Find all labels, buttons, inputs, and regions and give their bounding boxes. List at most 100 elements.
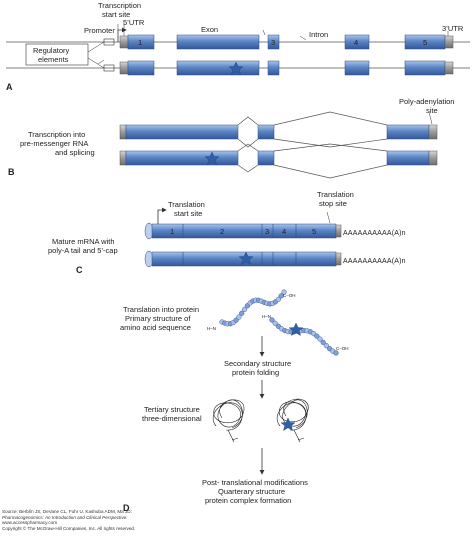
splice-line-4 (273, 138, 388, 148)
regulatory-pointer-3 (87, 57, 105, 69)
utr3-top (444, 35, 454, 49)
pre-mrna-cap-top (119, 124, 127, 140)
mrna-3utr-bottom (335, 252, 342, 266)
amino-acid-bead (281, 289, 287, 295)
pre-mrna-exon-b-top (257, 124, 275, 140)
splice-line-2 (273, 111, 388, 126)
translation-protein-line2: Primary structure of (125, 314, 191, 323)
panel-c: 1 2 3 4 5 AAAAAAAAAA(A)n AAAAAAAAAA(A)n … (48, 190, 406, 275)
tertiary-structure-line2: three-dimensional (142, 414, 202, 423)
pre-mrna-cap-bottom (119, 150, 127, 166)
regulatory-pointer-2 (87, 41, 105, 53)
panel-b: Poly-adenylation site Transcription into… (8, 97, 454, 179)
post-translational-line1: Post- translational modifications (202, 478, 308, 487)
utr5-top (119, 35, 129, 49)
transcription-label-line2: pre-messenger RNA (20, 139, 88, 148)
mature-mrna-label-line1: Mature mRNA with (52, 237, 115, 246)
mrna-exon-number-2: 2 (220, 227, 224, 236)
secondary-structure-line2: protein folding (232, 368, 279, 377)
exon-1-bottom (127, 60, 155, 76)
n-terminus-label-2: H–N (262, 314, 271, 319)
exon-number-1: 1 (138, 38, 142, 47)
exon-4-top (344, 34, 370, 50)
exon-4-bottom (344, 60, 370, 76)
translation-protein-line1: Translation into protein (123, 305, 199, 314)
exon-3-bottom (267, 60, 280, 76)
mrna-exon-number-4: 4 (282, 227, 286, 236)
utr3-label: 3’UTR (442, 24, 464, 33)
poly-a-tail-top: AAAAAAAAAA(A)n (343, 230, 406, 237)
mrna-exon-number-1: 1 (170, 227, 174, 236)
amino-acid-bead (269, 317, 275, 323)
post-translational-line3: protein complex formation (205, 496, 291, 505)
amino-acid-bead (236, 314, 242, 320)
secondary-structure-line1: Secondary structure (224, 359, 291, 368)
tss-label-line1: Transcription (98, 1, 141, 10)
mrna-3utr-top (335, 224, 342, 238)
exon-2-bottom (176, 60, 260, 76)
utr5-label: 5’UTR (123, 18, 145, 27)
variant-star-icon (228, 61, 244, 75)
amino-acid-bead (275, 296, 282, 302)
exon-number-5: 5 (423, 38, 427, 47)
tertiary-structure-line1: Tertiary structure (144, 405, 200, 414)
exon-label: Exon (201, 25, 218, 34)
mrna-exon-number-3: 3 (265, 227, 269, 236)
exon-number-3: 3 (271, 38, 275, 47)
amino-acid-bead (333, 350, 339, 356)
amino-acid-bead (241, 306, 248, 313)
amino-acid-chain (219, 289, 339, 356)
source-line-4: Copyright © The McGraw-Hill Companies, I… (2, 525, 136, 531)
panel-a-letter: A (6, 82, 13, 92)
translation-stop-pointer (326, 211, 331, 224)
post-translational-line2: Quarterary structure (218, 487, 285, 496)
polya-label-line2: site (426, 106, 438, 115)
variant-star-icon (288, 322, 304, 336)
regulatory-elements-callout: Regulatory elements (25, 43, 89, 66)
exon-number-4: 4 (354, 38, 358, 47)
utr3-bottom (444, 61, 454, 75)
pre-mrna-exon-c-bottom (386, 150, 430, 166)
splice-line-5 (237, 164, 259, 173)
panel-a: Transcription start site 5’UTR Promoter … (6, 1, 470, 92)
variant-star-icon (238, 251, 254, 265)
mature-mrna-label-line2: poly-A tail and 5’-cap (48, 246, 118, 255)
splice-line-8 (273, 143, 388, 152)
tss-label-line2: start site (102, 10, 130, 19)
translation-start-arrow-icon (157, 207, 167, 224)
translation-start-label-line2: start site (174, 209, 202, 218)
pre-mrna-tail-bottom (428, 150, 438, 166)
panel-d-letter: D (123, 503, 130, 513)
translation-stop-label-line2: stop site (319, 199, 347, 208)
source-line-1: Source: Berblín JS, DeVane CL, Fuhr U, K… (2, 509, 132, 514)
amino-acid-bead (239, 310, 245, 316)
exon-3-top (267, 34, 280, 50)
c-terminus-label-bottom: C–OH (336, 346, 349, 351)
variant-star-icon (280, 417, 296, 431)
pre-mrna-tail-top (428, 124, 438, 140)
exon-1-top (127, 34, 155, 50)
amino-acid-bead (272, 320, 278, 326)
pre-mrna-exon-c-top (386, 124, 430, 140)
amino-acid-bead (317, 336, 323, 342)
c-terminus-label-top: C–OH (283, 293, 296, 298)
intron-pointer (299, 35, 307, 41)
exon-2-top (176, 34, 260, 50)
mature-mrna-top (151, 223, 337, 239)
regulatory-pointer-1 (97, 59, 105, 65)
source-credit: Source: Berblín JS, DeVane CL, Fuhr U, K… (2, 509, 262, 531)
translation-start-label-line1: Translation (168, 200, 205, 209)
pre-mrna-exon-a-bottom (125, 150, 239, 166)
panel-b-letter: B (8, 167, 15, 177)
exon-5-bottom (404, 60, 446, 76)
n-terminus-label: H–N (207, 326, 216, 331)
utr5-bottom (119, 61, 129, 75)
polya-label-line1: Poly-adenylation (399, 97, 454, 106)
regulatory-label-line2: elements (38, 55, 69, 64)
source-line-3: www.accesspharmacy.com (2, 520, 58, 526)
polya-pointer (428, 111, 433, 125)
promoter-label: Promoter (84, 26, 115, 35)
amino-acid-bead (320, 339, 326, 346)
transcription-label-line3: and splicing (55, 148, 95, 157)
